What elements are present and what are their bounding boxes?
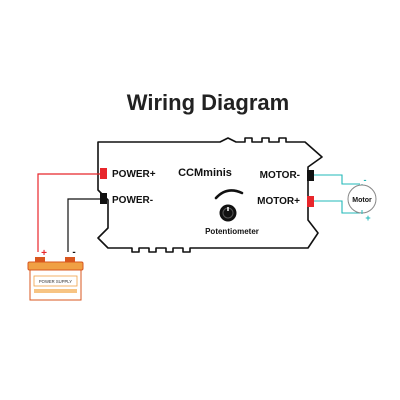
motor-plus-sign: + bbox=[365, 213, 370, 223]
motor-minus-wire bbox=[314, 174, 360, 185]
motor-minus-sign: - bbox=[364, 175, 367, 185]
power-minus-wire bbox=[67, 198, 100, 252]
controller-board bbox=[97, 137, 323, 253]
motor-minus-label: MOTOR- bbox=[260, 170, 300, 181]
motor-plus-label: MOTOR+ bbox=[257, 196, 300, 207]
battery-plus-sign: + bbox=[41, 248, 47, 259]
power-plus-terminal bbox=[100, 168, 107, 179]
potentiometer-knob bbox=[214, 189, 244, 222]
power-minus-label: POWER- bbox=[112, 195, 153, 206]
diagram-title: Wiring Diagram bbox=[127, 90, 289, 115]
battery-icon: + - POWER SUPPLY bbox=[27, 247, 84, 301]
motor-icon: - Motor + bbox=[347, 175, 377, 223]
power-plus-wire bbox=[37, 173, 100, 252]
motor-plus-terminal bbox=[307, 196, 314, 207]
motor-minus-terminal bbox=[307, 170, 314, 181]
motor-label: Motor bbox=[352, 197, 372, 204]
controller-name: CCMminis bbox=[178, 167, 232, 179]
power-plus-label: POWER+ bbox=[112, 169, 156, 180]
potentiometer-label: Potentiometer bbox=[205, 227, 259, 236]
battery-label: POWER SUPPLY bbox=[39, 279, 72, 284]
motor-plus-wire bbox=[314, 200, 360, 214]
battery-minus-sign: - bbox=[72, 247, 75, 258]
power-minus-terminal bbox=[100, 193, 107, 204]
